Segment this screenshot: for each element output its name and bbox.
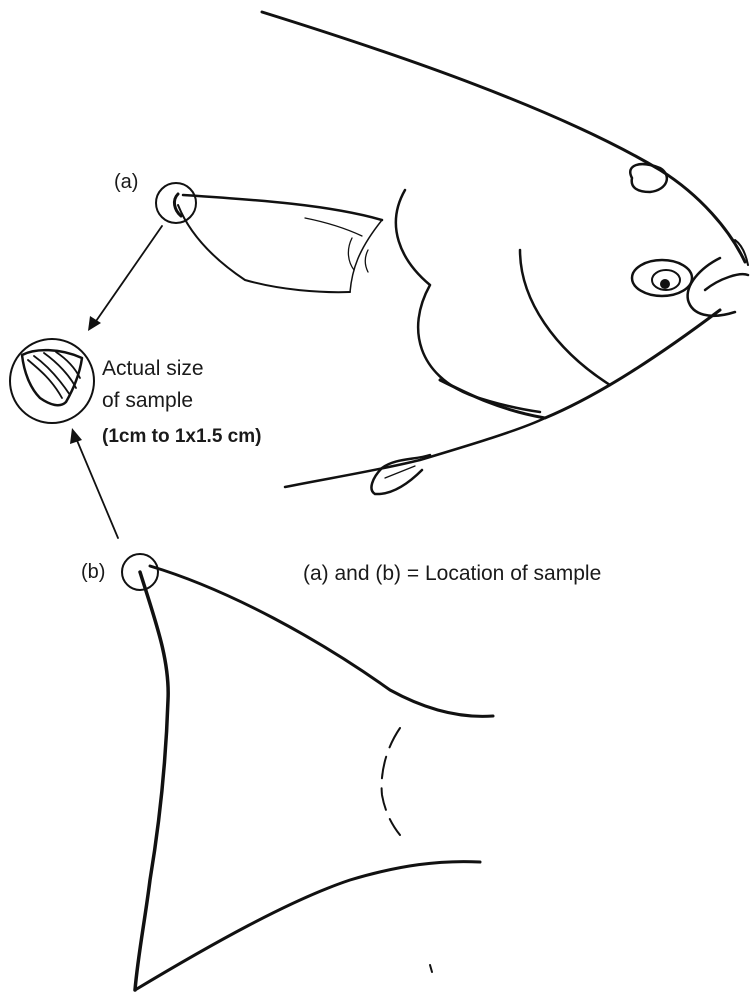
gill-cover-outline [396,190,540,412]
fish-dorsal-outline [262,12,745,262]
fish-head-drawing [178,12,748,494]
nostril-outline [630,164,667,192]
tail-base-dashed [382,728,400,835]
fin-ray-1 [305,218,362,236]
mouth-line [705,274,748,290]
fin-ray-3 [365,250,368,272]
ink-speck [430,965,432,972]
fish-scale-sample-icon [22,350,82,405]
marker-a-label: (a) [114,171,138,193]
marker-b-label: (b) [81,561,105,583]
fin-ray-2 [348,238,354,270]
sample-caption-line3: (1cm to 1x1.5 cm) [102,426,261,447]
eye-pupil [660,279,670,289]
tail-upper-lobe [150,566,493,716]
arrow-a-to-sample [88,226,162,331]
tail-trailing-edge [135,572,168,990]
pectoral-fin-bottom [178,205,350,292]
fish-tail-drawing [135,566,493,990]
pectoral-fin-top [183,195,382,220]
location-legend: (a) and (b) = Location of sample [303,562,601,585]
sample-magnifier-circle [10,339,94,423]
tail-lower-lobe [135,862,480,990]
pre-operculum-line [520,250,610,385]
sample-caption-line1: Actual size [102,357,204,380]
sample-caption-line2: of sample [102,389,193,412]
sample-location-a-circle [156,183,196,223]
